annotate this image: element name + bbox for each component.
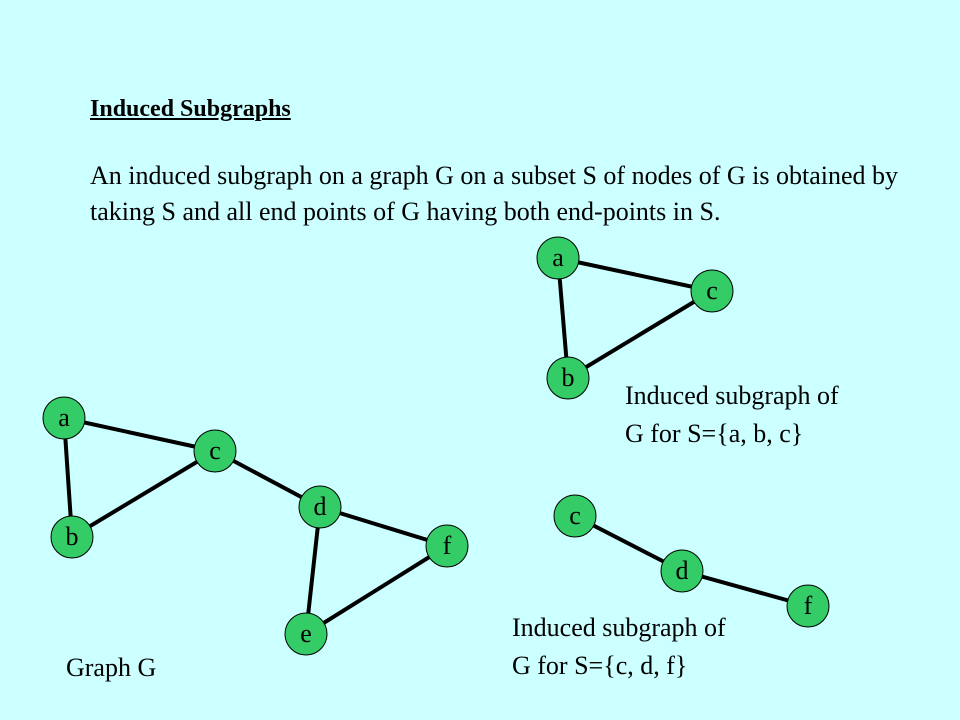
graph-g-edge-b-c (70, 449, 217, 539)
graph-g-node-b (50, 515, 94, 559)
cdf-node-d (660, 549, 704, 593)
graph-g-node-a (42, 396, 86, 440)
subgraph-abc: a b c (536, 236, 734, 400)
graph-g-node-label-a: a (58, 403, 70, 432)
graph-g-node-label-b: b (66, 522, 79, 551)
graph-g-node-d (298, 485, 342, 529)
abc-node-label-b: b (562, 363, 575, 392)
graph-g-node-label-d: d (314, 492, 327, 521)
graph-g-edge-a-c (63, 416, 216, 453)
cdf-node-label-d: d (676, 556, 689, 585)
cdf-node-label-f: f (804, 591, 813, 620)
cdf-edge-d-f (681, 569, 809, 608)
abc-node-b (546, 356, 590, 400)
graph-g-node-f (425, 524, 469, 568)
caption-abc-line2: G for S={a, b, c} (625, 419, 804, 448)
abc-edge-b-c (566, 289, 714, 380)
graph-g: a b c d e f (42, 396, 469, 656)
abc-node-label-a: a (552, 243, 564, 272)
abc-node-c (690, 269, 734, 313)
graph-g-node-label-f: f (443, 531, 452, 560)
graph-g-edge-d-f (319, 505, 448, 548)
caption-cdf-line2: G for S={c, d, f} (512, 651, 688, 680)
graph-g-node-c (193, 429, 237, 473)
cdf-node-c (553, 494, 597, 538)
definition-paragraph: An induced subgraph on a graph G on a su… (90, 161, 899, 226)
subgraph-cdf: c d f (553, 494, 830, 628)
abc-node-label-c: c (706, 276, 718, 305)
abc-node-a (536, 236, 580, 280)
abc-edge-a-c (557, 256, 713, 293)
graph-g-node-e (284, 612, 328, 656)
graph-g-edge-e-f (304, 544, 449, 636)
cdf-node-label-c: c (569, 501, 581, 530)
graph-g-node-label-e: e (300, 619, 312, 648)
graph-g-node-label-c: c (209, 436, 221, 465)
cdf-node-f (786, 584, 830, 628)
caption-cdf-line1: Induced subgraph of (512, 613, 726, 642)
caption-abc-line1: Induced subgraph of (625, 381, 839, 410)
caption-graph-g: Graph G (66, 653, 157, 682)
slide-title: Induced Subgraphs (90, 96, 291, 122)
